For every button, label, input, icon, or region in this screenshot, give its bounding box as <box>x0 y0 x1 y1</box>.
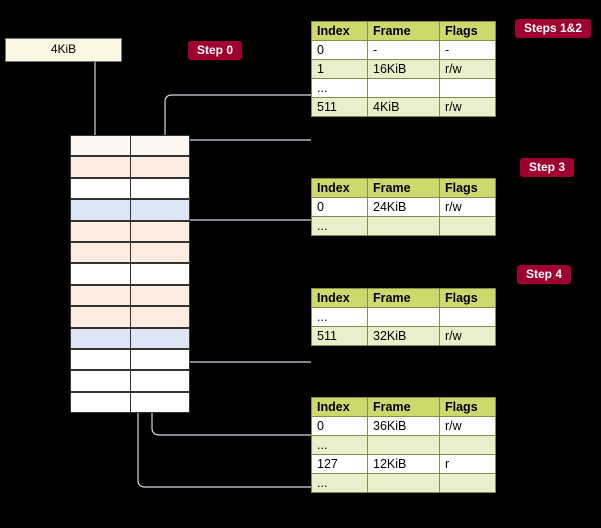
column-header: Frame <box>367 21 440 41</box>
column-header: Flags <box>439 21 496 41</box>
badge-step-0: Step 0 <box>188 41 243 60</box>
column-header: Frame <box>367 397 440 417</box>
table-cell: 32KiB <box>367 326 440 346</box>
column-header: Flags <box>439 397 496 417</box>
table-cell: 12KiB <box>367 454 440 474</box>
badge-step-3: Step 3 <box>520 158 575 177</box>
table-row: ... <box>311 307 496 327</box>
table-cell <box>439 216 496 236</box>
badge-step-4: Step 4 <box>517 265 572 284</box>
table-cell: ... <box>311 473 368 493</box>
table-cell: 4KiB <box>367 97 440 117</box>
table-cell: r/w <box>439 97 496 117</box>
table-cell: - <box>439 40 496 60</box>
table-cell: ... <box>311 435 368 455</box>
column-header: Frame <box>367 178 440 198</box>
table-cell: ... <box>311 307 368 327</box>
memory-column-divider <box>130 135 191 413</box>
table-cell <box>367 473 440 493</box>
table-cell: ... <box>311 78 368 98</box>
table-row: 0-- <box>311 40 496 60</box>
column-header: Flags <box>439 288 496 308</box>
table-cell <box>367 435 440 455</box>
column-header: Index <box>311 288 368 308</box>
table-cell <box>439 435 496 455</box>
table-cell <box>439 78 496 98</box>
table-cell <box>367 216 440 236</box>
column-header: Index <box>311 178 368 198</box>
table-cell: r/w <box>439 326 496 346</box>
table-cell: r/w <box>439 197 496 217</box>
table-cell: 36KiB <box>367 416 440 436</box>
table-row: ... <box>311 473 496 493</box>
column-header: Flags <box>439 178 496 198</box>
table-row: ... <box>311 435 496 455</box>
table-cell: - <box>367 40 440 60</box>
table-cell <box>367 307 440 327</box>
table-cell: r/w <box>439 416 496 436</box>
table-cell: r/w <box>439 59 496 79</box>
page-box-4kib: 4KiB <box>5 38 122 62</box>
table-row: ... <box>311 78 496 98</box>
column-header: Index <box>311 21 368 41</box>
table-cell: 0 <box>311 197 368 217</box>
table-cell: ... <box>311 216 368 236</box>
table-cell: 511 <box>311 326 368 346</box>
table-cell <box>439 307 496 327</box>
table-row: ... <box>311 216 496 236</box>
table-cell <box>367 78 440 98</box>
column-header: Frame <box>367 288 440 308</box>
table-cell: 511 <box>311 97 368 117</box>
table-cell: 127 <box>311 454 368 474</box>
table-cell: 0 <box>311 40 368 60</box>
column-header: Index <box>311 397 368 417</box>
table-cell: 1 <box>311 59 368 79</box>
table-cell: 16KiB <box>367 59 440 79</box>
table-cell: 0 <box>311 416 368 436</box>
physical-memory-column <box>70 135 191 414</box>
badge-steps-1-2: Steps 1&2 <box>515 19 592 38</box>
table-cell: r <box>439 454 496 474</box>
table-cell <box>439 473 496 493</box>
table-cell: 24KiB <box>367 197 440 217</box>
